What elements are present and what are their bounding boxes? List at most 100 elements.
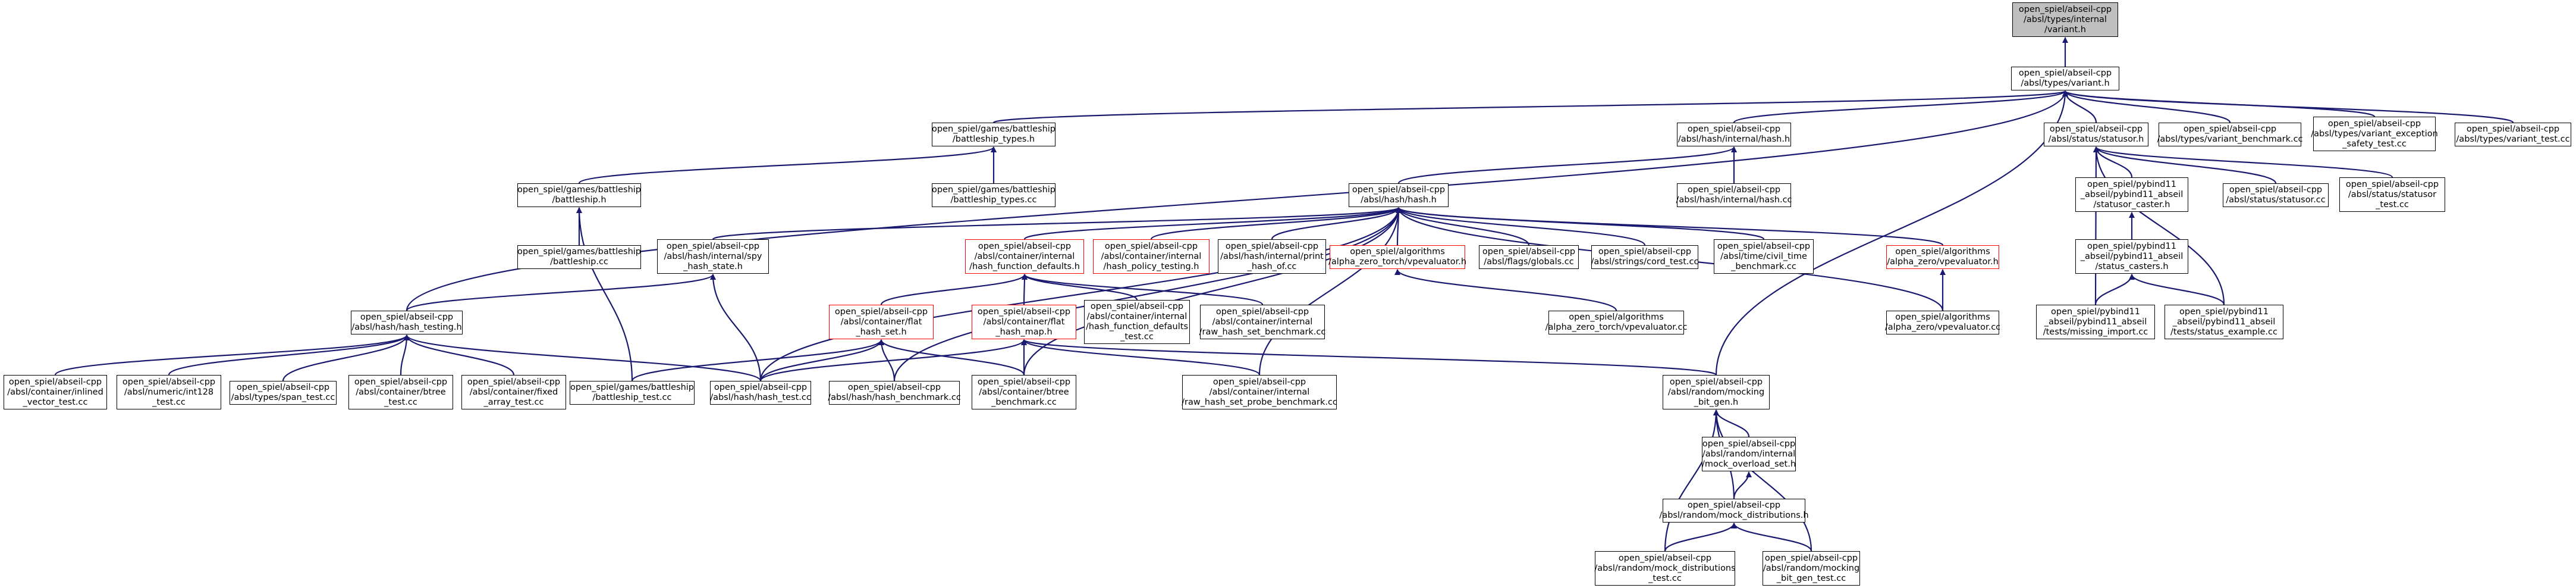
node-label-line: /absl/container/internal [974,251,1075,261]
node-alpha-zero-torch-vpevaluator-h[interactable]: open_spiel/algorithms/alpha_zero_torch/v… [1328,245,1466,269]
node-label-line: open_spiel/abseil-cpp [1702,439,1796,449]
include-edge [1271,207,1402,240]
node-variant-exception-safety-test[interactable]: open_spiel/abseil-cpp/absl/types/variant… [2311,117,2438,151]
node-battleship-h[interactable]: open_spiel/games/battleship/battleship.h [517,183,641,207]
node-spy-hash-state[interactable]: open_spiel/abseil-cpp/absl/hash/internal… [657,239,769,274]
node-label-line: /absl/status/statusor.cc [2226,195,2326,205]
node-label-line: /status_casters.h [2095,261,2169,271]
node-label-line: _hash_map.h [995,327,1053,337]
node-fixed-array-test[interactable]: open_spiel/abseil-cpp/absl/container/fix… [461,375,566,409]
node-mock-distributions-h[interactable]: open_spiel/abseil-cpp/absl/random/mock_d… [1659,499,1809,523]
node-label-line: open_spiel/pybind11 [2087,241,2176,251]
node-raw-hash-set-benchmark[interactable]: open_spiel/abseil-cpp/absl/container/int… [1199,305,1325,339]
node-statusor-cc[interactable]: open_spiel/abseil-cpp/absl/status/status… [2223,183,2329,207]
node-flat-hash-map[interactable]: open_spiel/abseil-cpp/absl/container/fla… [972,305,1076,339]
node-btree-test[interactable]: open_spiel/abseil-cpp/absl/container/btr… [348,375,453,409]
node-variant-test[interactable]: open_spiel/abseil-cpp/absl/types/variant… [2455,123,2571,146]
node-label-line: open_spiel/pybind11 [2051,306,2140,317]
node-int128-test[interactable]: open_spiel/abseil-cpp/absl/numeric/int12… [117,375,221,409]
node-label-line: /absl/container/internal [1212,317,1313,327]
node-label-line: /absl/types/variant_benchmark.cc [2157,135,2303,144]
node-label-line: open_spiel/abseil-cpp [1687,124,1781,134]
node-hash-benchmark[interactable]: open_spiel/abseil-cpp/absl/hash/hash_ben… [828,381,961,405]
node-label-line: /tests/missing_import.cc [2043,327,2148,337]
node-label-line: _abseil/pybind11_abseil [2080,251,2184,261]
node-status-casters[interactable]: open_spiel/pybind11_abseil/pybind11_abse… [2075,239,2188,274]
node-inlined-vector-test[interactable]: open_spiel/abseil-cpp/absl/container/inl… [4,375,107,409]
node-variant-benchmark[interactable]: open_spiel/abseil-cpp/absl/types/variant… [2157,123,2303,146]
include-edge [1023,207,1402,240]
node-battleship-types-h[interactable]: open_spiel/games/battleship/battleship_t… [932,123,1055,146]
include-edge [992,90,2068,124]
node-label-line: /absl/flags/globals.cc [1484,257,1574,267]
include-edge [1396,207,1646,246]
include-edge [2062,90,2231,123]
node-label-line: open_spiel/abseil-cpp [1482,247,1576,257]
node-label-line: open_spiel/abseil-cpp [2049,124,2143,134]
node-btree-benchmark[interactable]: open_spiel/abseil-cpp/absl/container/btr… [972,375,1076,409]
node-mocking-bit-gen-test[interactable]: open_spiel/abseil-cpp/absl/random/mockin… [1763,551,1860,586]
node-label-line: open_spiel/algorithms [1350,247,1445,257]
node-label-line: open_spiel/abseil-cpp [1212,377,1306,387]
node-label-line: /absl/container/flat [983,317,1065,327]
node-mock-distributions-test[interactable]: open_spiel/abseil-cpp/absl/random/mock_d… [1594,551,1736,586]
node-flat-hash-set[interactable]: open_spiel/abseil-cpp/absl/container/fla… [829,305,934,339]
node-label-line: _test.cc [384,397,417,407]
node-variant-h[interactable]: open_spiel/abseil-cpp/absl/types/variant… [2011,67,2119,90]
node-label-line: open_spiel/abseil-cpp [1687,501,1781,510]
node-label-line: open_spiel/abseil-cpp [236,383,330,392]
include-edge [2093,146,2225,305]
node-label-line: _hash_set.h [856,327,907,337]
node-battleship-test[interactable]: open_spiel/games/battleship/battleship_t… [570,381,695,405]
node-label-line: open_spiel/games/battleship [517,185,642,195]
node-label-line: open_spiel/games/battleship [570,383,695,392]
node-alpha-zero-torch-vpevaluator-cc[interactable]: open_spiel/algorithms/alpha_zero_torch/v… [1545,311,1687,334]
node-missing-import[interactable]: open_spiel/pybind11_abseil/pybind11_abse… [2036,305,2155,339]
node-hash-h[interactable]: open_spiel/abseil-cpp/absl/hash/hash.h [1349,183,1449,207]
include-edge [759,339,884,381]
node-hash-internal-hash-h[interactable]: open_spiel/abseil-cpp/absl/hash/internal… [1677,123,1791,146]
node-label-line: _benchmark.cc [991,397,1057,407]
node-alpha-zero-vpevaluator-cc[interactable]: open_spiel/algorithms/alpha_zero/vpevalu… [1885,311,2000,334]
node-cord-test[interactable]: open_spiel/abseil-cpp/absl/strings/cord_… [1591,245,1698,269]
node-hash-policy-testing[interactable]: open_spiel/abseil-cpp/absl/container/int… [1093,239,1210,274]
node-label-line: _test.cc [2376,199,2409,209]
node-raw-hash-set-probe-benchmark[interactable]: open_spiel/abseil-cpp/absl/container/int… [1182,375,1337,409]
node-hash-testing[interactable]: open_spiel/abseil-cpp/absl/hash/hash_tes… [351,311,463,334]
node-hash-test[interactable]: open_spiel/abseil-cpp/absl/hash/hash_tes… [710,381,811,405]
node-label-line: open_spiel/games/battleship [931,185,1056,195]
node-label-line: open_spiel/algorithms [1569,312,1664,322]
include-edge [710,274,762,381]
node-statusor-caster[interactable]: open_spiel/pybind11_abseil/pybind11_abse… [2075,177,2188,212]
node-alpha-zero-vpevaluator-h[interactable]: open_spiel/algorithms/alpha_zero/vpevalu… [1886,245,1999,269]
node-label-line: open_spiel/abseil-cpp [978,241,1072,251]
node-label-line: /absl/container/internal [1086,312,1188,321]
node-battleship-cc[interactable]: open_spiel/games/battleship/battleship.c… [517,245,641,269]
node-label-line: _vector_test.cc [23,397,88,407]
node-battleship-types-cc[interactable]: open_spiel/games/battleship/battleship_t… [932,183,1055,207]
node-civil-time-benchmark[interactable]: open_spiel/abseil-cpp/absl/time/civil_ti… [1714,239,1814,274]
node-hash-function-defaults[interactable]: open_spiel/abseil-cpp/absl/container/int… [965,239,1084,274]
node-label-line: /variant.h [2044,24,2086,35]
node-label-line: _abseil/pybind11_abseil [2044,317,2147,327]
node-hash-function-defaults-test[interactable]: open_spiel/abseil-cpp/absl/container/int… [1084,300,1190,344]
node-status-example[interactable]: open_spiel/pybind11_abseil/pybind11_abse… [2165,305,2283,339]
node-label-line: _test.cc [1648,573,1682,583]
node-label-line: _test.cc [152,397,186,407]
include-edge [1733,90,2068,124]
node-span-test[interactable]: open_spiel/abseil-cpp/absl/types/span_te… [230,381,337,405]
node-mocking-bit-gen-h[interactable]: open_spiel/abseil-cpp/absl/random/mockin… [1663,375,1770,409]
node-hash-internal-hash-cc[interactable]: open_spiel/abseil-cpp/absl/hash/internal… [1676,183,1792,207]
node-statusor-h[interactable]: open_spiel/abseil-cpp/absl/status/status… [2044,123,2148,146]
node-print-hash-of[interactable]: open_spiel/abseil-cpp/absl/hash/internal… [1218,239,1326,274]
node-label-line: /absl/container/internal [1209,387,1310,397]
node-flags-globals[interactable]: open_spiel/abseil-cpp/absl/flags/globals… [1479,245,1579,269]
node-mock-overload-set[interactable]: open_spiel/abseil-cpp/absl/random/intern… [1702,437,1796,471]
node-label-line: open_spiel/abseil-cpp [1225,241,1319,251]
node-label-line: /battleship.h [552,195,607,205]
node-statusor-test[interactable]: open_spiel/abseil-cpp/absl/status/status… [2339,177,2445,212]
node-label-line: /absl/status/statusor.h [2048,135,2144,144]
node-label-line: /statusor_caster.h [2093,199,2170,209]
node-label-line: /absl/hash/hash.h [1361,195,1437,205]
